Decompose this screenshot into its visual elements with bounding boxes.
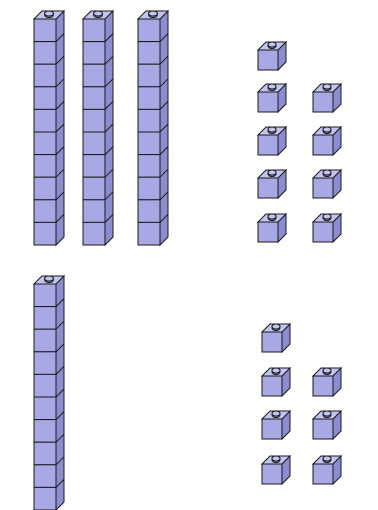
rod-unit-cube [34, 64, 56, 87]
rod-unit-cube [138, 64, 160, 87]
rod-unit-cube [138, 155, 160, 178]
tens-rod [34, 11, 64, 245]
rod-unit-cube [138, 200, 160, 223]
unit-cube [313, 411, 341, 439]
rod-unit-cube [34, 420, 56, 443]
rod-unit-cube [138, 132, 160, 155]
unit-cube [258, 127, 286, 155]
rod-unit-cube [138, 222, 160, 245]
unit-cube [313, 368, 341, 396]
rod-unit-cube [34, 442, 56, 465]
rod-unit-cube [34, 487, 56, 510]
rod-unit-cube [34, 374, 56, 397]
rod-unit-cube [83, 132, 105, 155]
unit-cube [258, 170, 286, 198]
unit-cube [313, 127, 341, 155]
rod-unit-cube [83, 109, 105, 132]
unit-cube [258, 42, 286, 70]
rod-unit-cube [83, 177, 105, 200]
bottom-group [34, 276, 341, 510]
unit-cube [313, 170, 341, 198]
rod-unit-cube [83, 87, 105, 110]
rod-unit-cube [34, 284, 56, 307]
unit-cube [313, 456, 341, 484]
rod-unit-cube [34, 19, 56, 42]
rod-unit-cube [34, 155, 56, 178]
rod-unit-cube [34, 352, 56, 375]
rod-unit-cube [83, 222, 105, 245]
rod-unit-cube [34, 200, 56, 223]
rod-unit-cube [34, 329, 56, 352]
rod-unit-cube [34, 307, 56, 330]
rod-unit-cube [83, 200, 105, 223]
rod-unit-cube [34, 177, 56, 200]
rod-unit-cube [83, 64, 105, 87]
unit-cube [262, 411, 290, 439]
unit-cube [262, 324, 290, 352]
unit-cube [258, 214, 286, 242]
rod-unit-cube [138, 42, 160, 65]
unit-cube [313, 84, 341, 112]
rod-unit-cube [34, 87, 56, 110]
rod-unit-cube [34, 132, 56, 155]
rod-unit-cube [34, 397, 56, 420]
rod-unit-cube [34, 222, 56, 245]
unit-cube [313, 214, 341, 242]
rod-unit-cube [83, 42, 105, 65]
rod-unit-cube [83, 19, 105, 42]
top-group [34, 11, 341, 245]
rod-unit-cube [138, 177, 160, 200]
rod-unit-cube [138, 109, 160, 132]
unit-cube [262, 368, 290, 396]
unit-cube [258, 84, 286, 112]
rod-unit-cube [83, 155, 105, 178]
unit-cube [262, 456, 290, 484]
rod-unit-cube [34, 109, 56, 132]
tens-rod [138, 11, 168, 245]
tens-rod [83, 11, 113, 245]
rod-unit-cube [138, 87, 160, 110]
rod-unit-cube [34, 42, 56, 65]
rod-unit-cube [34, 465, 56, 488]
rod-unit-cube [138, 19, 160, 42]
tens-rod [34, 276, 64, 510]
